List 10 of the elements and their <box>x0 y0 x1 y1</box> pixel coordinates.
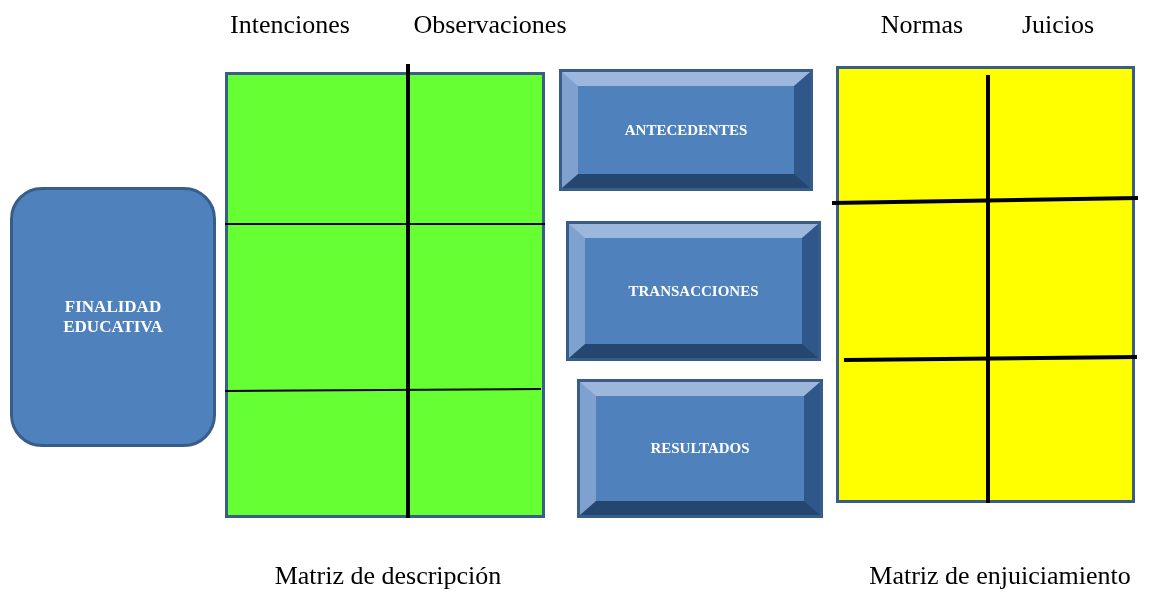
matrix-caption: Matriz de enjuiciamiento <box>869 561 1131 591</box>
bevel-box: ANTECEDENTES <box>562 72 810 188</box>
matrix-caption: Matriz de descripción <box>274 561 502 591</box>
column-heading: Juicios <box>1021 10 1095 40</box>
bevel-box: RESULTADOS <box>580 382 820 515</box>
rounded-box: FINALIDAD EDUCATIVA <box>10 187 216 447</box>
column-heading: Intenciones <box>230 10 350 40</box>
bevel-box: TRANSACCIONES <box>569 224 818 358</box>
column-heading: Normas <box>880 10 964 40</box>
column-heading: Observaciones <box>413 10 567 40</box>
